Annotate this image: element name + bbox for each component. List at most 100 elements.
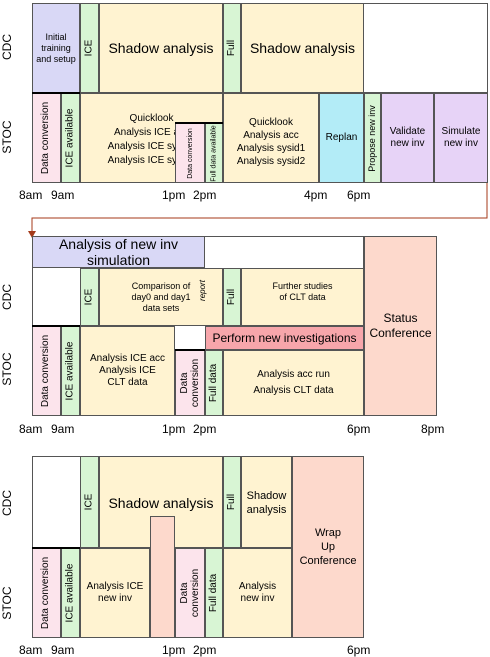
full-data-box: Full data	[205, 548, 223, 638]
time-8pm: 8pm	[421, 422, 445, 436]
ice-available-box: ICE available	[61, 93, 80, 183]
quicklook-line-3: Analysis ICE sysid1	[107, 141, 196, 152]
data-conversion-small-label: Data conversion	[186, 127, 194, 179]
full-box: Full	[223, 456, 241, 548]
analysis-ice-line-1: Analysis ICE acc	[89, 353, 166, 364]
row-label-cdc: CDC	[0, 34, 14, 60]
quicklook-line-2: Analysis ICE acc	[113, 127, 190, 138]
ice-label: ICE	[83, 493, 95, 511]
divider-line	[175, 349, 205, 351]
divider-line	[32, 92, 80, 94]
ice-available-label: ICE available	[64, 341, 76, 401]
analysis-ice-line-2: Analysis ICE	[99, 365, 156, 376]
analysis-acc-run-line-1: Analysis acc run	[257, 369, 330, 380]
replan-label: Replan	[325, 132, 358, 143]
time-8am: 8am	[19, 643, 43, 657]
simulate-new-inv-box: Simulate new inv	[434, 93, 488, 183]
quicklook2-line-4: Analysis sysid2	[236, 156, 306, 167]
initial-training-label: Initial training and setup	[36, 31, 76, 64]
time-8am: 8am	[19, 422, 43, 436]
divider-line	[32, 325, 80, 327]
full-label: Full	[226, 39, 237, 57]
ice-box: ICE	[80, 268, 99, 326]
quicklook-line-4: Analysis ICE sysid2	[107, 155, 196, 166]
time-9am: 9am	[51, 643, 75, 657]
ice-available-box: ICE available	[61, 326, 80, 416]
data-conversion-label: Data conversion	[40, 556, 52, 630]
quicklook2-line-3: Analysis sysid1	[236, 143, 306, 154]
review-new-inv-box: Review new inv	[150, 516, 175, 638]
ice-available-label: ICE available	[64, 563, 76, 623]
time-9am: 9am	[51, 188, 75, 202]
data-conversion-box: Data conversion	[32, 548, 61, 638]
divider-line	[175, 122, 223, 124]
shadow-analysis-box-2: Shadow analysis	[241, 3, 364, 93]
analysis-ice-new-inv-line-1: Analysis ICE	[86, 581, 144, 592]
row-label-stoc: STOC	[0, 120, 14, 154]
ice-box: ICE	[80, 456, 99, 548]
full-label: Full	[226, 288, 237, 306]
data-conversion-box: Data conversion	[32, 326, 61, 416]
propose-new-inv-box: Propose new inv	[364, 93, 381, 183]
divider-line	[32, 547, 80, 549]
wrap-up-line-1: Wrap	[314, 527, 342, 539]
further-studies-line-2: of CLT data	[279, 292, 326, 302]
full-label: Full	[226, 493, 237, 511]
time-8am: 8am	[19, 188, 43, 202]
time-2pm: 2pm	[193, 188, 217, 202]
validate-new-inv-label: Validate new inv	[389, 126, 426, 149]
time-6pm: 6pm	[347, 422, 371, 436]
data-conversion-label: Data conversion	[40, 334, 52, 408]
full-box: Full	[223, 268, 241, 326]
shadow2-line-2: analysis	[246, 504, 287, 516]
row-label-stoc: STOC	[0, 352, 14, 386]
full-data-available-box: Full data available	[205, 123, 223, 183]
validate-new-inv-box: Validate new inv	[381, 93, 434, 183]
status-conference-box: Status Conference	[364, 236, 437, 416]
review-new-inv-label: Review new inv	[151, 549, 174, 605]
full-data-label: Full data	[208, 363, 220, 403]
analysis-ice-line-3: CLT data	[107, 377, 148, 388]
row-label-cdc: CDC	[0, 490, 14, 516]
ice-available-label: ICE available	[64, 108, 76, 168]
comparison-box: Comparison of day0 and day1 data sets	[99, 268, 223, 326]
shadow-analysis-label: Shadow analysis	[108, 495, 214, 511]
data-conversion-label-2: Data conversion	[179, 568, 202, 618]
perform-new-investigations-box: Perform new investigations	[205, 326, 364, 350]
report-label: report	[197, 280, 207, 301]
analysis-ice-new-inv-line-2: new inv	[98, 593, 132, 604]
ice-available-box: ICE available	[61, 548, 80, 638]
wrap-up-line-2: Up	[320, 541, 336, 553]
data-conversion-label-2: Data conversion	[179, 358, 202, 408]
analysis-new-inv-sim-label: Analysis of new inv simulation	[58, 236, 179, 268]
full-data-box: Full data	[205, 350, 223, 416]
full-data-available-label: Full data available	[210, 124, 218, 182]
data-conversion-box-2: Data conversion	[175, 548, 205, 638]
analysis-ice-new-inv-box: Analysis ICE new inv	[80, 548, 150, 638]
perform-new-investigations-label: Perform new investigations	[212, 331, 357, 345]
comparison-line-1: Comparison of	[131, 280, 191, 291]
shadow-analysis-label-2: Shadow analysis	[249, 40, 356, 56]
full-data-label: Full data	[208, 573, 220, 613]
flow-arrow	[31, 183, 488, 232]
quicklook-line-1: Quicklook	[129, 113, 174, 124]
comparison-line-3: data sets	[142, 302, 180, 313]
time-1pm: 1pm	[162, 188, 186, 202]
analysis-new-inv-line-2: new inv	[240, 593, 275, 604]
wrap-up-line-3: Conference	[299, 555, 357, 567]
time-1pm: 1pm	[162, 643, 186, 657]
propose-new-inv-label: Propose new inv	[367, 104, 378, 172]
replan-box: Replan	[319, 93, 364, 183]
data-conversion-label: Data conversion	[40, 101, 52, 175]
analysis-new-inv-line-1: Analysis	[238, 581, 277, 592]
row-label-cdc: CDC	[0, 284, 14, 310]
shadow-analysis-box-1: Shadow analysis	[99, 3, 223, 93]
full-box: Full	[223, 3, 241, 93]
time-2pm: 2pm	[193, 643, 217, 657]
ice-label: ICE	[83, 288, 95, 306]
data-conversion-box: Data conversion	[32, 93, 61, 183]
row-label-stoc: STOC	[0, 586, 14, 620]
further-studies-line-1: Further studies	[272, 281, 333, 291]
simulate-new-inv-label: Simulate new inv	[441, 126, 481, 149]
quicklook2-line-1: Quicklook	[249, 117, 293, 128]
